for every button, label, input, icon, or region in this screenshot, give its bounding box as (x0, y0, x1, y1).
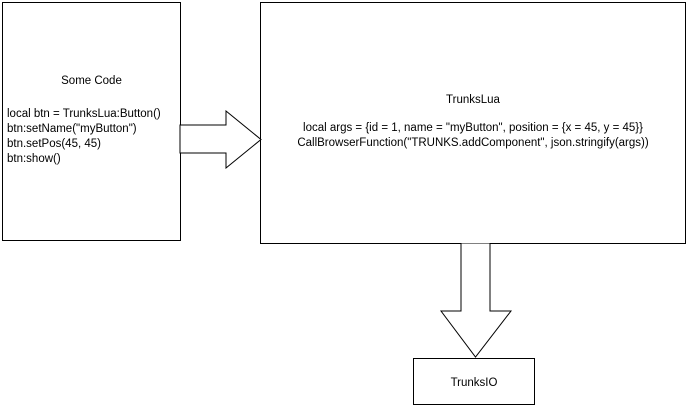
node-some-code[interactable]: Some Code local btn = TrunksLua:Button()… (2, 2, 181, 241)
node-trunkslua-body: local args = {id = 1, name = "myButton",… (297, 122, 649, 149)
block-arrow-right-icon (179, 110, 262, 169)
node-trunksio-title: TrunksIO (450, 377, 498, 389)
node-trunkslua[interactable]: TrunksLua local args = {id = 1, name = "… (260, 2, 686, 244)
node-trunkslua-title: TrunksLua (446, 94, 500, 106)
node-trunksio[interactable]: TrunksIO (413, 358, 535, 405)
node-some-code-title: Some Code (61, 75, 122, 87)
block-arrow-down-icon (440, 243, 512, 359)
node-some-code-body: local btn = TrunksLua:Button() btn:setNa… (7, 108, 161, 165)
